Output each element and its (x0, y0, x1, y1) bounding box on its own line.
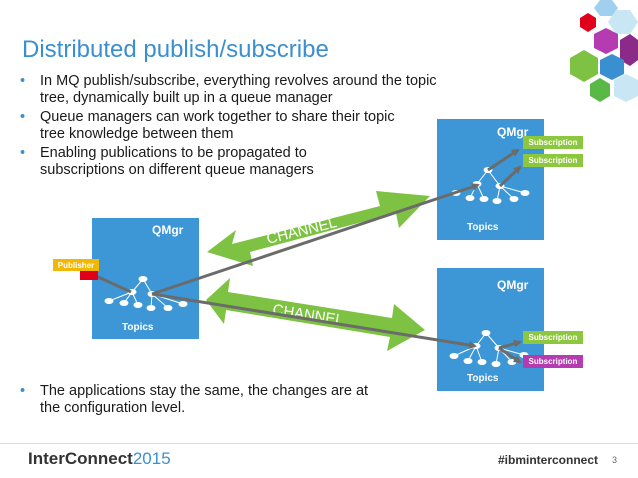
publication-flow (95, 148, 522, 364)
bottom-bullet-list: The applications stay the same, the chan… (14, 383, 374, 419)
brand-logo: InterConnect2015 (28, 449, 171, 469)
slide-title: Distributed publish/subscribe (22, 36, 329, 63)
brand-year: 2015 (132, 449, 171, 468)
bullet-item: In MQ publish/subscribe, everything revo… (14, 73, 454, 107)
topics-label: Topics (467, 373, 499, 384)
hashtag: #ibminterconnect (498, 453, 599, 467)
top-bullet-list: In MQ publish/subscribe, everything revo… (14, 73, 454, 181)
qmgr-bottom-right-box: QMgr Topics (437, 268, 544, 391)
qmgr-label: QMgr (497, 278, 529, 292)
topics-label: Topics (467, 222, 499, 233)
subscription-box-bottom-1: Subscription (523, 331, 583, 344)
channel-arrow-upper: CHANNEL (207, 191, 430, 266)
topic-tree-left (104, 276, 188, 311)
bullet-item: Enabling publications to be propagated t… (14, 145, 360, 179)
topic-tree-top-right (451, 167, 530, 204)
subscription-box-top-1: Subscription (523, 136, 583, 149)
brand-name: InterConnect (28, 449, 133, 468)
footer-divider (0, 443, 638, 444)
publisher-box: Publisher (53, 259, 99, 271)
qmgr-label: QMgr (152, 223, 184, 237)
qmgr-label: QMgr (497, 125, 529, 139)
hexagon-cluster-icon (570, 0, 638, 102)
subscription-box-bottom-2: Subscription (523, 355, 583, 368)
page-number: 3 (612, 455, 618, 465)
publisher-marker (80, 271, 98, 280)
subscription-box-top-2: Subscription (523, 154, 583, 167)
bullet-item: Queue managers can work together to shar… (14, 109, 400, 143)
channel-arrow-lower: CHANNEL (206, 278, 425, 351)
topics-label: Topics (122, 322, 154, 333)
bullet-item: The applications stay the same, the chan… (14, 383, 374, 417)
